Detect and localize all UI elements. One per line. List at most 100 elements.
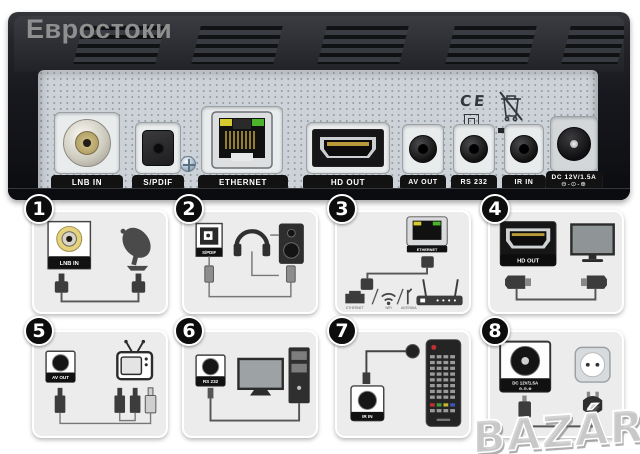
dc-power-port [550, 116, 598, 172]
diagram-card-hdmi: HD OUT [488, 210, 624, 314]
av-out-port [402, 124, 444, 174]
diagram-number-7: 7 [327, 316, 357, 346]
rs232-jack-icon [460, 135, 488, 163]
diagram-card-av: AV OUT [32, 330, 168, 438]
rj45-port-icon [211, 111, 273, 169]
ir-in-port [504, 124, 544, 174]
ethernet-cable [366, 267, 428, 279]
diagram-card-spdif: S/PDIF [182, 210, 318, 314]
remote-control-icon [425, 339, 462, 427]
f-connector-icon [63, 119, 111, 167]
hdmi-port-icon [312, 129, 384, 167]
hdmi-plug-icon [505, 275, 607, 289]
ir-eye-icon [405, 344, 420, 359]
jack-plug-icon [207, 387, 214, 399]
svg-text:LNB IN: LNB IN [60, 261, 79, 267]
svg-text:WiFi: WiFi [385, 306, 392, 310]
port-label-lnb-in: LNB IN [51, 175, 123, 191]
tv-icon [570, 223, 615, 262]
svg-text:IR IN: IR IN [362, 414, 373, 419]
svg-text:⊖-⊙-⊕: ⊖-⊙-⊕ [519, 386, 532, 391]
dc-plug-icon [518, 395, 531, 418]
ir-jack-icon [357, 390, 377, 410]
port-label-ir-in: IR IN [502, 175, 546, 191]
vent-grille [561, 26, 624, 64]
diagram-number-2: 2 [174, 194, 204, 224]
hdmi-cable [515, 288, 597, 301]
diagram-card-ir: IR IN [335, 330, 471, 438]
port-label-hd-out: HD OUT [303, 175, 393, 191]
speaker-icon [278, 223, 304, 264]
port-label-rs232: RS 232 [451, 175, 497, 191]
rs232-port [453, 124, 495, 174]
optical-plug-icon [286, 265, 296, 283]
pc-tower-icon [288, 347, 310, 404]
coax-cable [60, 292, 140, 303]
dc-port-icon: DC 12V/1.5A ⊖-⊙-⊕ [499, 340, 552, 393]
dc-polarity: ⊖-⊙-⊕ [561, 181, 587, 188]
svg-text:DC 12V/1.5A: DC 12V/1.5A [512, 380, 539, 385]
svg-text:AV OUT: AV OUT [52, 375, 69, 380]
router-icon [416, 279, 463, 306]
hdmi-port-icon: HD OUT [499, 221, 557, 267]
svg-text:ANTENNA: ANTENNA [401, 306, 417, 310]
headphones-icon [233, 229, 271, 257]
hd-out-port [306, 122, 390, 174]
av-jack-icon [51, 354, 70, 372]
vent-grille [445, 26, 537, 64]
ir-cable [365, 350, 406, 373]
diagram-card-power: DC 12V/1.5A ⊖-⊙-⊕ [488, 330, 624, 438]
rj45-plug-icon [421, 256, 434, 268]
av-jack-icon [409, 135, 437, 163]
monitor-icon [237, 357, 284, 396]
crt-tv-icon [116, 339, 154, 381]
svg-text:RS 232: RS 232 [203, 379, 219, 384]
device-base [8, 188, 630, 200]
antenna-icon [406, 288, 413, 305]
diagram-card-rs232: RS 232 [182, 330, 318, 438]
port-label-av-out: AV OUT [400, 175, 446, 191]
jack-plug-icon [362, 372, 371, 384]
seller-watermark: Евростоки [26, 14, 173, 44]
wall-socket-icon [574, 346, 611, 383]
rj45-plug-icon [360, 278, 374, 290]
ethernet-jack-icon [345, 290, 365, 304]
dc-jack-icon [557, 127, 591, 161]
diagram-number-6: 6 [174, 316, 204, 346]
power-cable [523, 416, 594, 428]
ce-mark: CE [459, 92, 489, 110]
vent-grille [191, 26, 283, 64]
diagram-number-5: 5 [24, 316, 54, 346]
svg-text:ETHERNET: ETHERNET [346, 306, 364, 310]
power-plug-icon [582, 391, 603, 414]
port-label-spdif: S/PDIF [132, 175, 184, 191]
av-cable [59, 412, 152, 425]
spdif-port [135, 122, 181, 174]
device-top-surface [14, 16, 624, 72]
screw-icon [180, 156, 196, 172]
port-label-dc: DC 12V/1.5A ⊖-⊙-⊕ [546, 171, 602, 193]
receiver-rear-view: CE LNB IN [8, 12, 630, 200]
diagram-number-8: 8 [480, 316, 510, 346]
optical-plug-icon [204, 265, 214, 283]
coax-plug-icon [54, 273, 146, 293]
ir-jack-icon [510, 135, 538, 163]
port-label-ethernet: ETHERNET [198, 175, 288, 191]
wifi-icon [381, 293, 396, 302]
optical-port-icon [142, 130, 174, 166]
diagram-card-lnb: LNB IN [32, 210, 168, 314]
svg-text:S/PDIF: S/PDIF [202, 250, 216, 255]
optical-cable [208, 282, 292, 298]
diagram-number-4: 4 [480, 194, 510, 224]
serial-jack-icon [201, 358, 220, 376]
vent-grille [317, 26, 409, 64]
ethernet-port [201, 106, 283, 174]
diagram-number-1: 1 [24, 194, 54, 224]
lnb-in-port [54, 112, 120, 174]
serial-cable [209, 398, 301, 422]
satellite-dish-icon [120, 227, 151, 271]
weee-bin-icon [499, 91, 523, 122]
rear-connection-panel: CE LNB IN [38, 70, 602, 200]
rj45-port-icon: ETHERNET [406, 216, 448, 253]
